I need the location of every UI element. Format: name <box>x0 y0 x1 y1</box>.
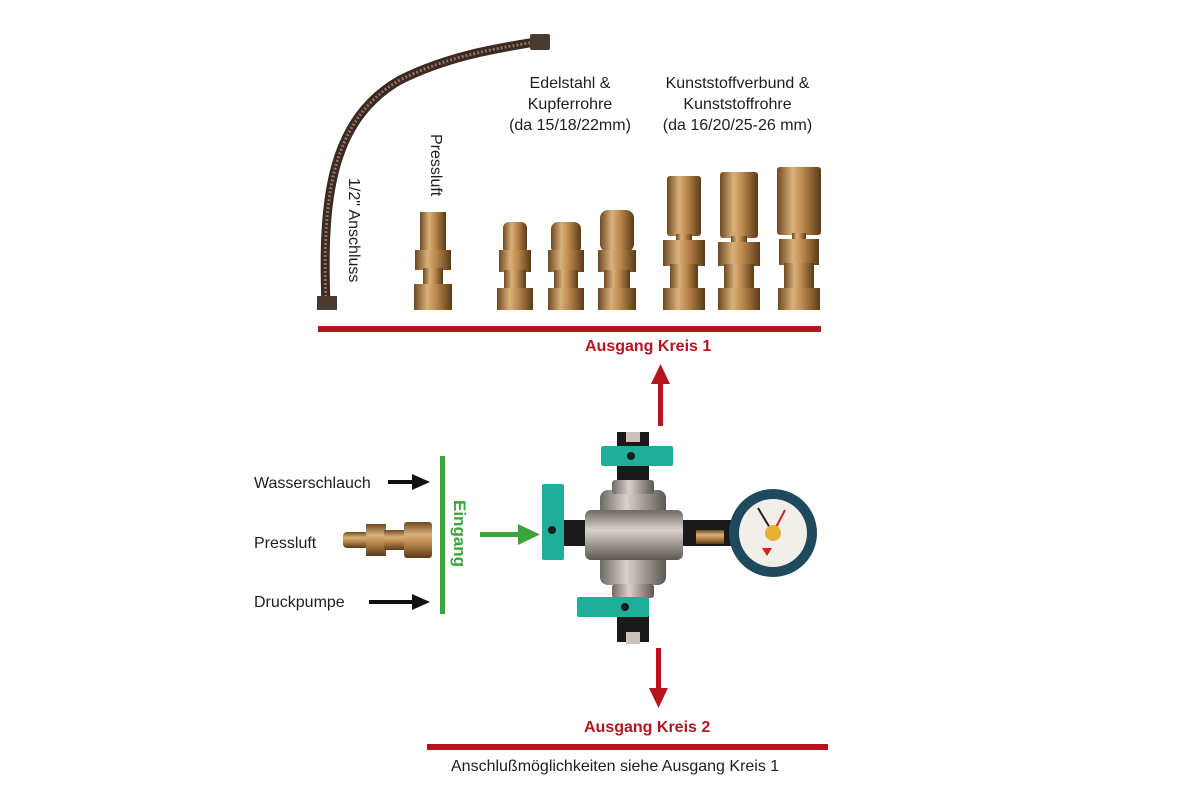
stainless-copper-group-label: Edelstahl & Kupferrohre (da 15/18/22mm) <box>490 73 650 136</box>
circuit1-bar <box>318 326 821 332</box>
circuit2-note: Anschlußmöglichkeiten siehe Ausgang Krei… <box>451 758 780 775</box>
plastic-group-label: Kunststoffverbund & Kunststoffrohre (da … <box>645 73 830 136</box>
group-line: Edelstahl & <box>529 75 611 92</box>
group-line: (da 15/18/22mm) <box>509 117 631 134</box>
input-bar <box>440 456 445 614</box>
input-source-pressure-pump: Druckpumpe <box>254 594 345 611</box>
fitting-plastic-20 <box>718 172 760 310</box>
braided-hose <box>317 34 550 310</box>
circuit2-bar <box>427 744 828 750</box>
fitting-plastic-25 <box>777 167 821 310</box>
fitting-compressed-air-input <box>343 522 432 558</box>
compressed-air-fitting-label: Pressluft <box>427 134 444 197</box>
arrow-right-icon <box>388 474 430 490</box>
fitting-stainless-15 <box>497 222 533 310</box>
group-line: Kupferrohre <box>527 96 613 113</box>
test-manifold <box>542 432 742 644</box>
fitting-compressed-air <box>414 212 452 310</box>
arrow-down-icon <box>649 648 668 708</box>
group-line: Kunststoffrohre <box>683 96 792 113</box>
arrow-right-icon <box>369 594 430 610</box>
fitting-plastic-16 <box>663 176 705 310</box>
input-source-compressed-air: Pressluft <box>254 535 317 552</box>
arrow-input-icon <box>480 524 540 545</box>
circuit1-title: Ausgang Kreis 1 <box>585 338 712 355</box>
group-line: Kunststoffverbund & <box>665 75 810 92</box>
circuit2-title: Ausgang Kreis 2 <box>584 719 711 736</box>
hose-label: 1/2" Anschluss <box>345 178 362 283</box>
fitting-stainless-18 <box>548 222 584 310</box>
input-source-water-hose: Wasserschlauch <box>254 475 371 492</box>
arrow-up-icon <box>651 364 670 426</box>
fitting-stainless-22 <box>598 210 636 310</box>
pressure-gauge <box>729 489 817 577</box>
input-title: Eingang <box>450 500 469 568</box>
group-line: (da 16/20/25-26 mm) <box>662 117 813 134</box>
